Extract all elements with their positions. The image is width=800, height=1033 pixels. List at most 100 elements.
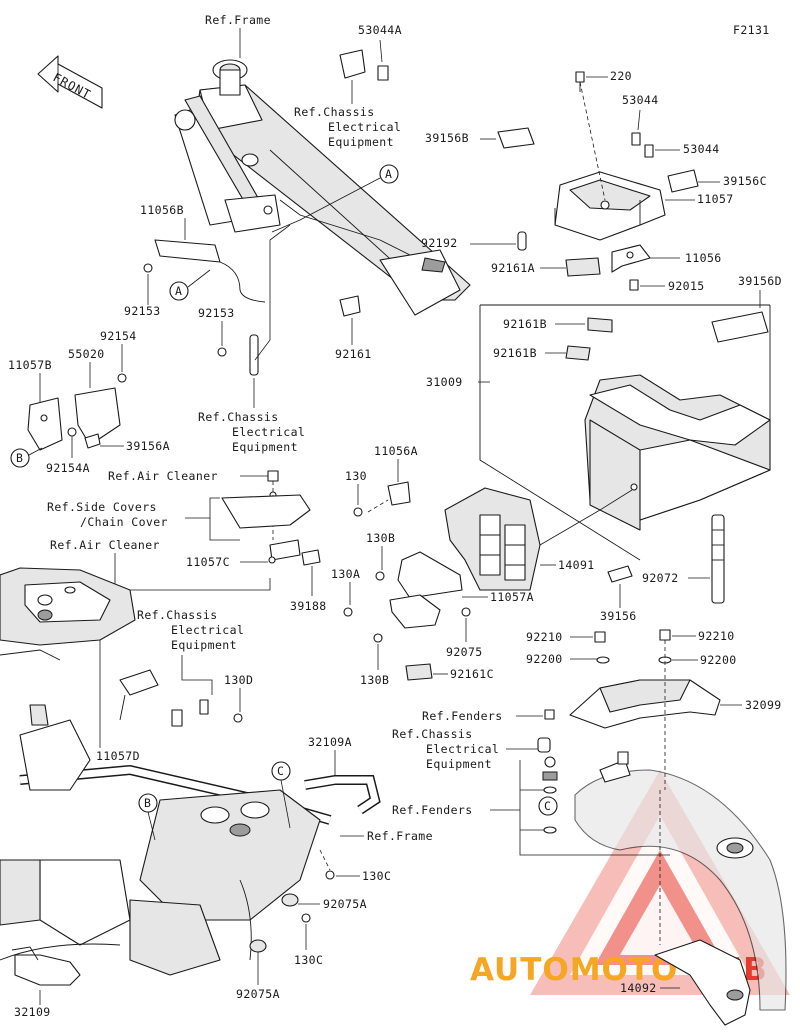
svg-text:11057B: 11057B (8, 358, 52, 372)
callout-ref-frame-bottom: Ref.Frame (340, 829, 433, 843)
lower-frame (0, 700, 344, 976)
svg-text:130C: 130C (294, 953, 323, 967)
svg-text:53044: 53044 (622, 93, 659, 107)
svg-text:92161A: 92161A (491, 261, 535, 275)
svg-text:/Chain Cover: /Chain Cover (80, 515, 168, 529)
svg-text:11057D: 11057D (96, 749, 140, 763)
svg-text:Equipment: Equipment (426, 757, 492, 771)
svg-text:55020: 55020 (68, 347, 105, 361)
part-39156: 39156 (600, 565, 637, 623)
svg-text:11057C: 11057C (186, 555, 230, 569)
svg-text:220: 220 (610, 69, 632, 83)
svg-text:130: 130 (345, 469, 367, 483)
callout-ref-chassis-3: Ref.Chassis Electrical Equipment (392, 727, 551, 771)
svg-text:Equipment: Equipment (328, 135, 394, 149)
callout-ref-chassis-4: Ref.Chassis Electrical Equipment (137, 608, 244, 695)
upper-frame (174, 59, 471, 316)
part-32109a: 32109A (304, 735, 381, 815)
part-92161a: 92161A (491, 257, 601, 277)
svg-text:92210: 92210 (526, 630, 563, 644)
svg-text:92153: 92153 (198, 306, 235, 320)
callout-ref-side-covers: Ref.Side Covers /Chain Cover (47, 494, 311, 541)
svg-text:92161B: 92161B (503, 317, 547, 331)
part-11057: 11057 (554, 81, 734, 241)
svg-text:Ref.Air Cleaner: Ref.Air Cleaner (108, 469, 218, 483)
part-92075a-b: 92075A (236, 939, 280, 1001)
svg-text:11057: 11057 (697, 192, 734, 206)
part-92154a: 92154A (46, 427, 90, 475)
part-53044a: 53044A (339, 23, 402, 81)
part-220: 220 (575, 69, 632, 92)
svg-text:Electrical: Electrical (171, 623, 244, 637)
part-92210-group: 92210 92210 (526, 629, 735, 644)
rear-fender (574, 640, 787, 1011)
svg-text:39156B: 39156B (425, 131, 469, 145)
callout-ref-fenders-1: Ref.Fenders (422, 709, 555, 723)
svg-text:11056A: 11056A (374, 444, 418, 458)
part-92072: 92072 (642, 514, 725, 604)
svg-text:A: A (175, 284, 182, 298)
svg-text:Electrical: Electrical (426, 742, 499, 756)
svg-text:B: B (144, 796, 151, 810)
svg-text:130B: 130B (366, 531, 395, 545)
part-130: 130 (345, 469, 367, 517)
part-92015: 92015 (629, 279, 705, 293)
svg-text:92075A: 92075A (323, 897, 367, 911)
svg-text:14091: 14091 (558, 558, 595, 572)
svg-text:92192: 92192 (421, 236, 458, 250)
svg-text:Ref.Fenders: Ref.Fenders (392, 803, 473, 817)
svg-text:39188: 39188 (290, 599, 327, 613)
part-39156b: 39156B (425, 127, 535, 149)
svg-text:92161B: 92161B (493, 346, 537, 360)
svg-text:92075A: 92075A (236, 987, 280, 1001)
svg-text:Ref.Frame: Ref.Frame (367, 829, 433, 843)
svg-text:32109: 32109 (14, 1005, 51, 1019)
part-92075a-a: 92075A (281, 893, 367, 911)
svg-text:Electrical: Electrical (232, 425, 305, 439)
svg-text:31009: 31009 (426, 375, 463, 389)
part-130b-a: 130B (366, 531, 395, 581)
svg-text:92072: 92072 (642, 571, 679, 585)
part-11056b: 11056B (140, 203, 266, 303)
part-11056: 11056 (611, 244, 721, 273)
callout-ref-chassis-2: Ref.Chassis Electrical Equipment (198, 378, 305, 454)
svg-text:39156D: 39156D (738, 274, 782, 288)
air-cleaner-housing (0, 567, 136, 661)
svg-text:Ref.Chassis: Ref.Chassis (392, 727, 473, 741)
part-39156c: 39156C (667, 169, 767, 193)
part-32109: 32109 (11, 946, 81, 1019)
svg-text:Ref.Fenders: Ref.Fenders (422, 709, 503, 723)
svg-text:Ref.Chassis: Ref.Chassis (137, 608, 218, 622)
svg-text:92200: 92200 (526, 652, 563, 666)
callout-ref-air-cleaner-2: Ref.Air Cleaner (50, 538, 271, 591)
part-130a: 130A (331, 567, 360, 617)
front-arrow-icon: FRONT (37, 55, 103, 109)
svg-text:130C: 130C (362, 869, 391, 883)
callout-ref-fenders-2: Ref.Fenders (392, 756, 670, 856)
part-39156a: 39156A (84, 433, 170, 453)
part-39156d: 39156D (711, 274, 782, 343)
svg-text:92075: 92075 (446, 645, 483, 659)
svg-text:39156: 39156 (600, 609, 637, 623)
svg-text:92210: 92210 (698, 629, 735, 643)
part-130b-b: 130B (360, 633, 389, 687)
part-32099: 32099 (569, 679, 781, 729)
part-92192: 92192 (421, 231, 527, 251)
watermark-text-a: AUTOMOTO (470, 952, 678, 988)
callout-ref-chassis-1: Ref.Chassis Electrical Equipment (294, 80, 401, 149)
svg-text:92015: 92015 (668, 279, 705, 293)
svg-text:Ref.Chassis: Ref.Chassis (198, 410, 279, 424)
svg-text:92200: 92200 (700, 653, 737, 667)
part-92075: 92075 (446, 607, 483, 659)
svg-text:Electrical: Electrical (328, 120, 401, 134)
svg-text:C: C (277, 764, 284, 778)
part-11057a: 11057A (389, 551, 534, 629)
label-92153-a: 92153 (124, 304, 161, 318)
part-92161c: 92161C (405, 663, 494, 681)
svg-text:130A: 130A (331, 567, 360, 581)
svg-text:B: B (16, 451, 23, 465)
svg-text:32109A: 32109A (308, 735, 352, 749)
svg-text:C: C (544, 799, 551, 813)
svg-text:39156C: 39156C (723, 174, 767, 188)
